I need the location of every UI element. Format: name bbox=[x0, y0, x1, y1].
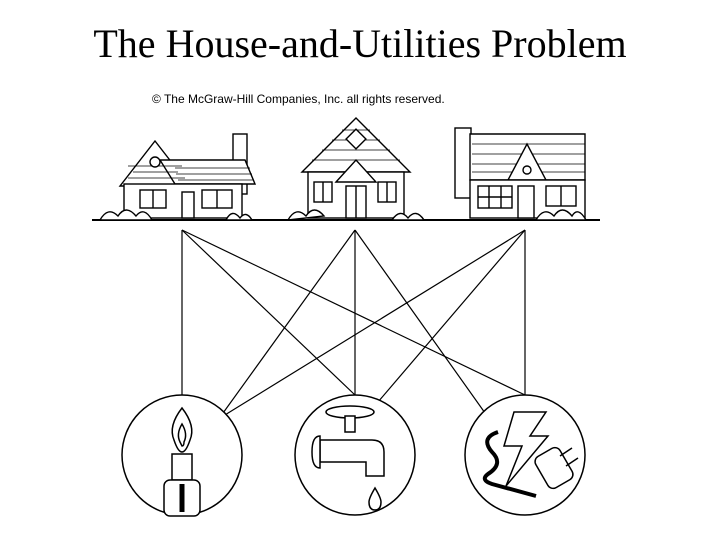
house-icon bbox=[98, 133, 257, 221]
slide-title: The House-and-Utilities Problem bbox=[93, 21, 627, 66]
house-icon bbox=[286, 117, 426, 221]
edge-h1-electric bbox=[181, 229, 526, 396]
house-icon bbox=[454, 127, 588, 221]
connection-lines bbox=[181, 229, 526, 421]
water-faucet-icon bbox=[311, 405, 385, 511]
edge-h2-electric bbox=[354, 229, 491, 421]
edge-h3-gas bbox=[219, 229, 526, 419]
gas-flame-icon bbox=[163, 406, 201, 517]
edge-h3-water bbox=[377, 229, 526, 403]
copyright-notice: © The McGraw-Hill Companies, Inc. all ri… bbox=[152, 92, 445, 106]
electric-plug-icon bbox=[482, 411, 579, 498]
edge-h1-water bbox=[181, 229, 356, 396]
edge-h2-gas bbox=[217, 229, 356, 421]
